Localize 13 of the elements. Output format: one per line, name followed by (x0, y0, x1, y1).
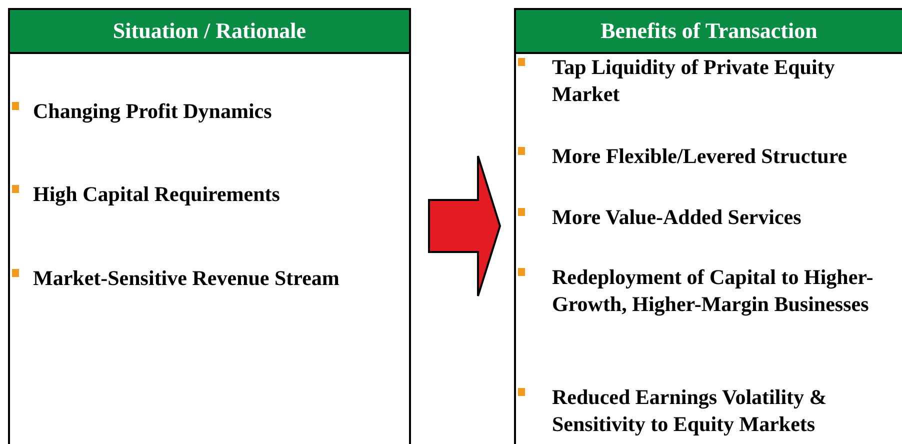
panel-header: Benefits of Transaction (516, 10, 902, 54)
bullet-text: More Flexible/Levered Structure (552, 143, 848, 170)
bullet-text: Reduced Earnings Volatility & Sensitivity to Equity Markets (552, 384, 828, 438)
bullet-text: Market-Sensitive Revenue Stream (33, 265, 340, 292)
bullet-text: Tap Liquidity of Private Equity Market (552, 54, 836, 108)
block-arrow (428, 155, 502, 297)
bullet-text: Redeployment of Capital to Higher-Growth, Higher-Margin Businesses (552, 264, 874, 318)
bullet-text: More Value-Added Services (552, 204, 802, 231)
bullet-text: High Capital Requirements (33, 181, 281, 208)
panel-header: Situation / Rationale (10, 10, 409, 54)
bullet-text: Changing Profit Dynamics (33, 98, 273, 125)
panel (8, 8, 411, 444)
panel (514, 8, 902, 444)
